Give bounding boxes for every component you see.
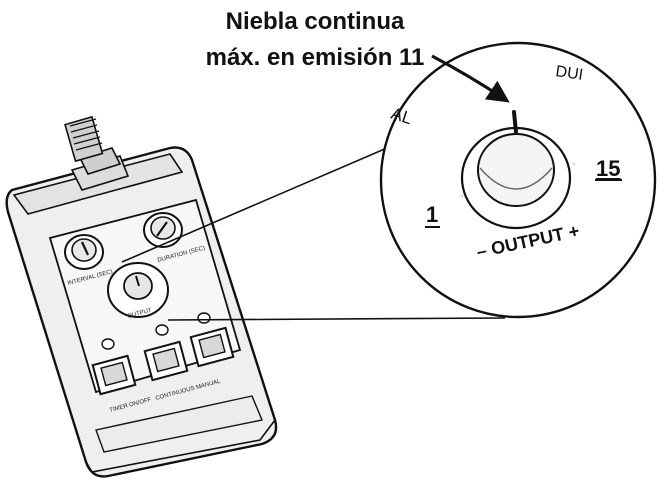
remote-control: INTERVAL (SEC) DURATION (SEC) OUTPUT xyxy=(5,115,278,478)
annotation-line-1: Niebla continua xyxy=(225,8,405,35)
cable-connector xyxy=(64,115,130,191)
remote-bottom-ridge xyxy=(95,395,263,453)
dial-label-max: 15 xyxy=(596,156,620,181)
annotation-line-2: máx. en emisión 11 xyxy=(205,44,425,71)
timer-button xyxy=(91,354,137,396)
dial-pointer xyxy=(512,110,518,134)
output-knob xyxy=(107,262,169,318)
led-left xyxy=(101,338,115,350)
dial-partial-top: DUI xyxy=(554,63,584,84)
led-right xyxy=(197,312,211,324)
remote-side xyxy=(85,419,276,473)
dial-label-min: 1 xyxy=(426,202,438,227)
continuous-button xyxy=(143,340,189,382)
duration-knob xyxy=(143,212,183,248)
manual-button xyxy=(189,326,235,368)
dial-knob-cap xyxy=(477,133,555,207)
callout-arrow xyxy=(431,54,510,103)
interval-knob xyxy=(64,234,104,270)
led-center xyxy=(155,324,169,336)
magnified-dial: AL DUI 15 1 – OUTPUT + xyxy=(379,41,657,319)
dial-knob-shade xyxy=(479,167,553,190)
zoom-line-bottom xyxy=(167,317,506,321)
callout-annotation: Niebla continua máx. en emisión 11 xyxy=(150,4,480,76)
